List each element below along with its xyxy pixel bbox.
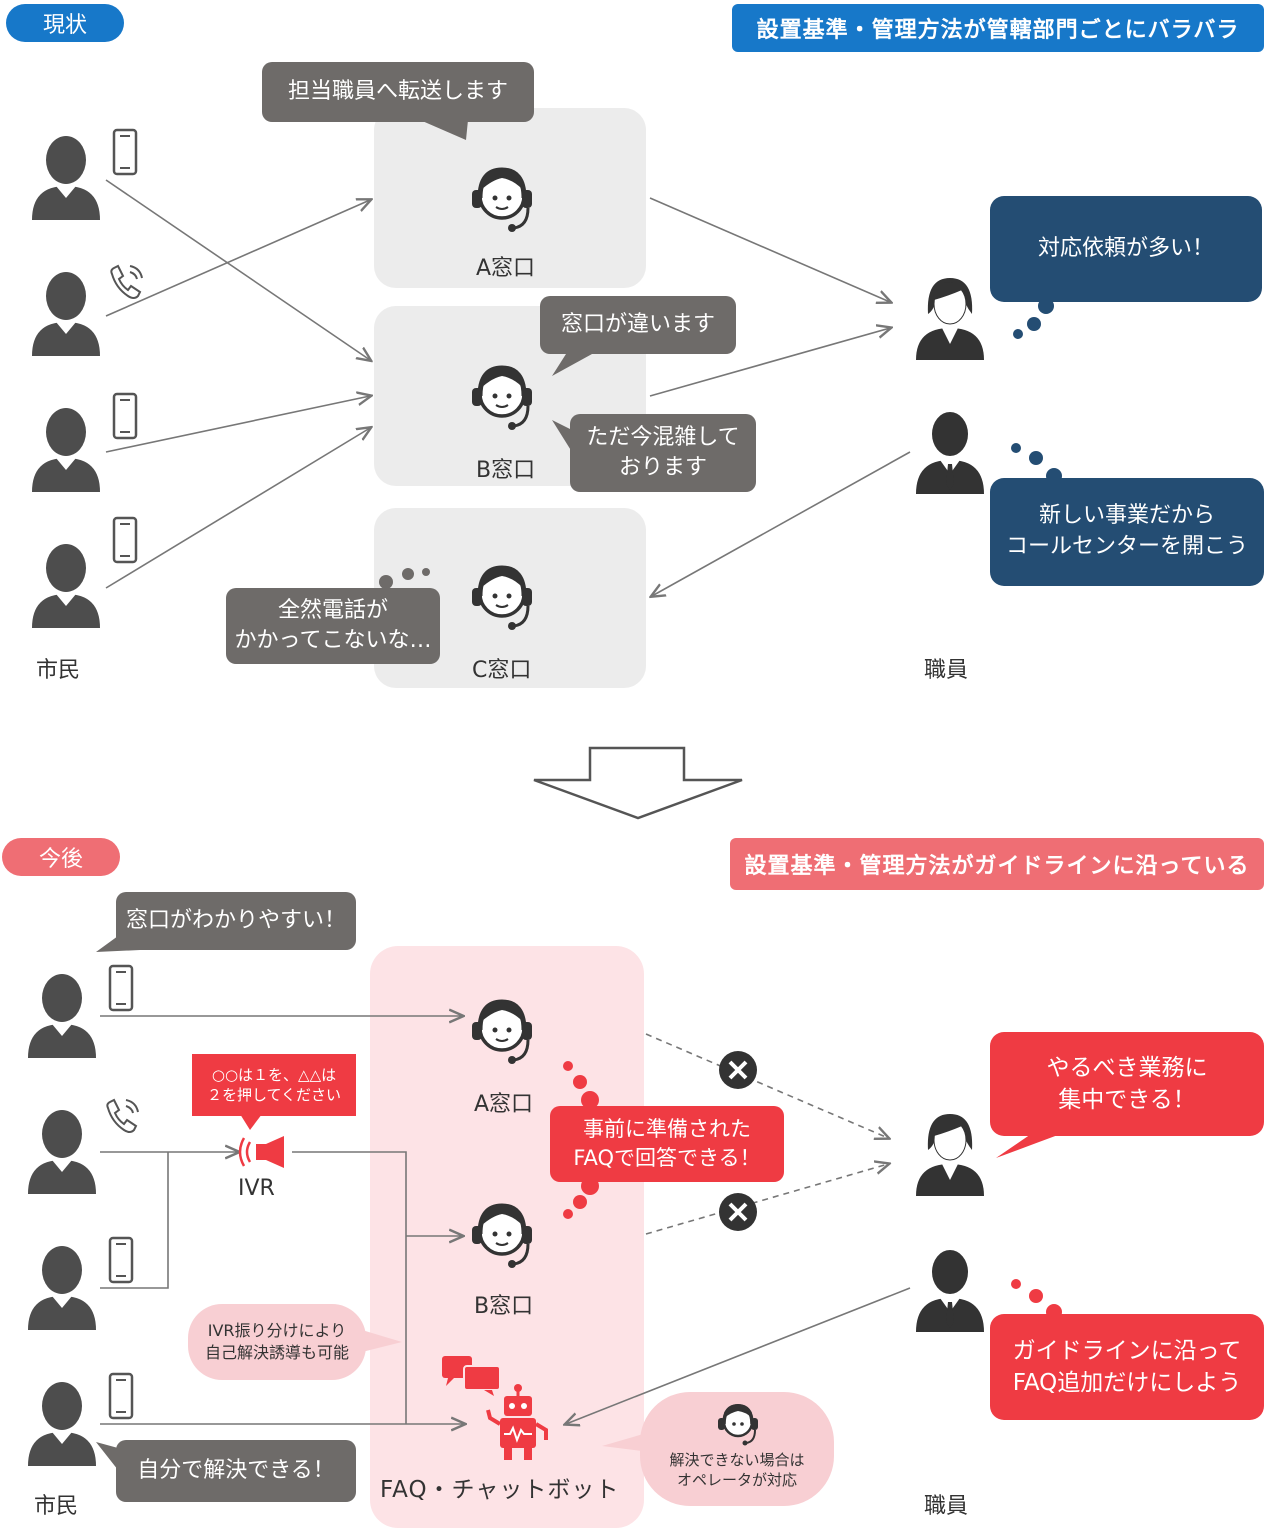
operator-icon xyxy=(472,167,532,232)
operator-b-b xyxy=(462,1194,552,1280)
staff-bubble-focus: やるべき業務に 集中できる！ xyxy=(990,1032,1264,1136)
future-banner: 設置基準・管理方法がガイドラインに沿っている xyxy=(730,838,1264,890)
bubble-wrong-window: 窓口が違います xyxy=(540,296,736,354)
operator-icon xyxy=(472,1203,532,1268)
ivr-speaker xyxy=(238,1134,294,1174)
person-icon xyxy=(28,1110,96,1194)
smartphone-b1 xyxy=(108,964,134,1016)
smartphone-4 xyxy=(112,516,138,568)
ivr-prompt: ○○は１を、△△は ２を押してください xyxy=(192,1054,356,1116)
operator-c xyxy=(462,556,552,642)
cross-icon xyxy=(719,1051,757,1089)
operator-icon xyxy=(472,565,532,630)
smartphone-icon xyxy=(112,128,138,176)
citizen-b4 xyxy=(26,1380,98,1470)
staff-woman-bottom xyxy=(914,1110,986,1200)
bubble-no-calls: 全然電話が かかってこないな… xyxy=(226,588,440,664)
citizen-b3 xyxy=(26,1244,98,1334)
citizen-1 xyxy=(30,134,102,224)
window-a-label-bottom: A窓口 xyxy=(474,1092,534,1117)
citizen-label-top: 市民 xyxy=(36,658,81,683)
person-icon xyxy=(32,544,100,628)
person-icon xyxy=(32,272,100,356)
operator-icon xyxy=(472,365,532,430)
operator-icon xyxy=(718,1404,758,1446)
smartphone-b4 xyxy=(108,1372,134,1424)
down-arrow-icon xyxy=(533,746,743,820)
citizen-b1 xyxy=(26,972,98,1062)
faq-answer-bubble: 事前に準備された FAQで回答できる！ xyxy=(550,1106,784,1182)
person-icon xyxy=(32,136,100,220)
citizen-b2 xyxy=(26,1108,98,1198)
faq-chatbot-label: FAQ・チャットボット xyxy=(380,1477,620,1503)
citizen-2 xyxy=(30,270,102,360)
operator-note-text: 解決できない場合は オペレータが対応 xyxy=(669,1451,805,1490)
phone-ringing-icon xyxy=(110,264,143,299)
operator-b xyxy=(462,356,552,442)
bubble-busy: ただ今混雑して おります xyxy=(570,414,756,492)
operator-note-icon xyxy=(712,1398,768,1452)
robot xyxy=(484,1384,552,1468)
staff-man-icon xyxy=(916,412,984,494)
speaker-icon xyxy=(238,1136,284,1168)
staff-bubble-new-callcenter: 新しい事業だから コールセンターを開こう xyxy=(990,478,1264,586)
citizen-4 xyxy=(30,542,102,632)
staff-woman-icon xyxy=(916,278,984,360)
person-icon xyxy=(28,1382,96,1466)
phone-ringing-1 xyxy=(106,262,148,306)
cross-icon xyxy=(719,1193,757,1231)
staff-man-icon xyxy=(916,1250,984,1332)
smartphone-icon xyxy=(112,516,138,564)
staff-woman-icon xyxy=(916,1114,984,1196)
citizen-label-bottom: 市民 xyxy=(34,1494,79,1519)
chat-bubbles xyxy=(440,1354,504,1400)
current-banner: 設置基準・管理方法が管轄部門ごとにバラバラ xyxy=(732,4,1264,52)
window-c-label: C窓口 xyxy=(472,658,532,683)
staff-bubble-many-requests: 対応依頼が多い！ xyxy=(990,196,1262,302)
window-b-label-bottom: B窓口 xyxy=(474,1294,534,1319)
ivr-self-solve-note: IVR振り分けにより 自己解決誘導も可能 xyxy=(188,1304,366,1380)
bubble-transfer: 担当職員へ転送します xyxy=(262,62,534,122)
smartphone-icon xyxy=(108,1236,134,1284)
ivr-label: IVR xyxy=(238,1176,275,1201)
operator-a xyxy=(462,158,552,244)
citizen-3 xyxy=(30,406,102,496)
robot-icon xyxy=(486,1384,548,1460)
person-icon xyxy=(28,1246,96,1330)
smartphone-icon xyxy=(108,1372,134,1420)
phone-ringing-icon xyxy=(106,1098,139,1133)
smartphone-icon xyxy=(108,964,134,1012)
staff-man-bottom xyxy=(914,1246,986,1336)
staff-woman-top xyxy=(914,274,986,364)
phone-ringing-b2 xyxy=(102,1096,144,1140)
bubble-self-solve: 自分で解決できる！ xyxy=(116,1440,356,1502)
smartphone-1 xyxy=(112,128,138,180)
smartphone-icon xyxy=(112,392,138,440)
staff-label-bottom: 職員 xyxy=(924,1494,969,1519)
window-a-label: A窓口 xyxy=(476,256,536,281)
window-b-label: B窓口 xyxy=(476,458,536,483)
staff-label-top: 職員 xyxy=(924,658,969,683)
bubble-easy-window: 窓口がわかりやすい！ xyxy=(116,892,356,950)
current-tag: 現状 xyxy=(6,4,124,42)
operator-icon xyxy=(472,999,532,1064)
smartphone-b3 xyxy=(108,1236,134,1288)
staff-man-top xyxy=(914,408,986,498)
future-tag: 今後 xyxy=(2,838,120,876)
smartphone-3 xyxy=(112,392,138,444)
person-icon xyxy=(32,408,100,492)
chat-bubbles-icon xyxy=(442,1356,501,1396)
staff-bubble-guideline: ガイドラインに沿って FAQ追加だけにしよう xyxy=(990,1314,1264,1420)
person-icon xyxy=(28,974,96,1058)
operator-b-a xyxy=(462,990,552,1076)
